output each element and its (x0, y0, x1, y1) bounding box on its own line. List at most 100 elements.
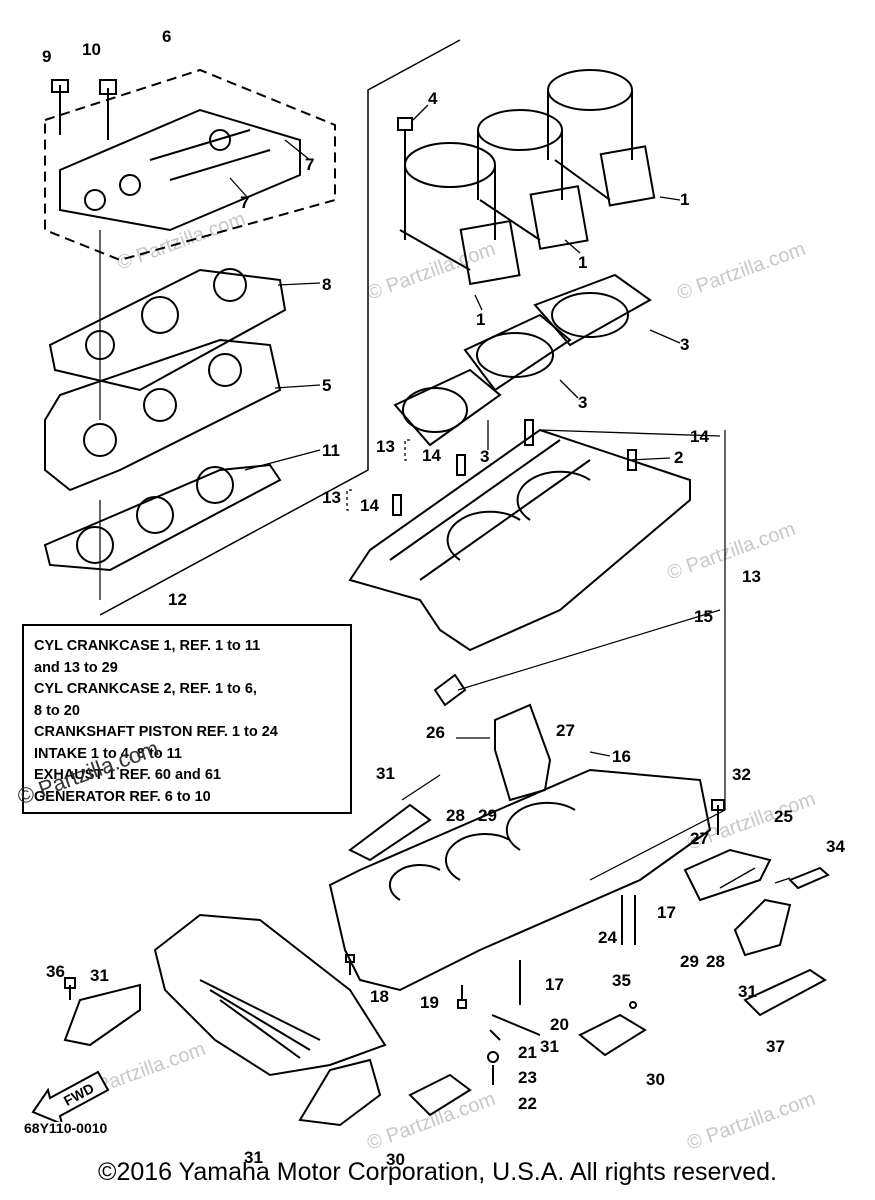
part-30 (578, 1013, 647, 1057)
dowel-14 (456, 454, 466, 476)
note-line: 8 to 20 (34, 702, 80, 719)
callout-label: 5 (322, 376, 331, 395)
callout-label: 29 (680, 952, 699, 971)
callout-label: 4 (428, 89, 438, 108)
note-line: and 13 to 29 (34, 659, 118, 676)
callout-label: 25 (774, 807, 793, 826)
diagram-code: 68Y110-0010 (24, 1120, 108, 1136)
callout-label: 23 (518, 1068, 537, 1087)
engine-mount-26 (494, 703, 552, 802)
gasket-11 (43, 463, 282, 572)
note-line: EXHAUST 1 REF. 60 and 61 (34, 767, 221, 783)
callout-label: 37 (766, 1037, 785, 1056)
part-drawings (43, 39, 830, 1127)
leader-lines (229, 104, 791, 889)
callout-label: 36 (46, 962, 65, 981)
damper-31 (733, 898, 792, 957)
damper-31 (298, 1058, 382, 1127)
callout-label: 2 (674, 448, 683, 467)
callout-label: 3 (680, 335, 689, 354)
damper-31 (63, 983, 141, 1047)
callout-label: 14 (360, 496, 379, 515)
bolt-10 (99, 79, 117, 140)
callout-label: 28 (706, 952, 725, 971)
callout-label: 12 (168, 590, 187, 609)
lower-crankcase (328, 768, 712, 992)
watermark: © Partzilla.com (664, 518, 798, 585)
callout-label: 24 (598, 928, 617, 947)
note-line: CYL CRANKCASE 1, REF. 1 to 11 (34, 638, 261, 654)
callout-label: 21 (518, 1043, 537, 1062)
callout-label: 31 (540, 1037, 559, 1056)
callout-label: 31 (376, 764, 395, 783)
washer-23 (487, 1051, 499, 1063)
note-line: INTAKE 1 to 4, 8 to 11 (34, 745, 182, 762)
callout-label: 9 (42, 47, 51, 66)
bolt-18 (345, 954, 355, 975)
note-line: CRANKSHAFT PISTON REF. 1 to 24 (34, 724, 278, 740)
cylinder-block-1 (399, 69, 656, 286)
callout-brackets (346, 439, 410, 511)
cylinder-gaskets-3 (393, 273, 652, 447)
callout-label: 1 (578, 253, 587, 272)
callout-label: 1 (680, 190, 689, 209)
callout-label: 17 (657, 903, 676, 922)
damper-31 (348, 803, 432, 862)
part-21 (489, 1029, 501, 1041)
callout-label: 30 (386, 1150, 405, 1169)
callout-label: 3 (480, 447, 489, 466)
head-cover (59, 108, 301, 232)
upper-crankcase-13 (348, 428, 691, 652)
callout-label: 3 (578, 393, 587, 412)
bolt-9 (51, 79, 69, 135)
callout-label: 31 (738, 982, 757, 1001)
note-line: GENERATOR REF. 6 to 10 (34, 788, 211, 805)
part-30 (408, 1073, 472, 1117)
generator-housing (153, 913, 387, 1077)
callout-label: 14 (422, 446, 441, 465)
copyright-notice: ©2016 Yamaha Motor Corporation, U.S.A. A… (98, 1158, 777, 1186)
callout-label: 14 (690, 427, 709, 446)
watermark: © Partzilla.com (364, 1088, 498, 1155)
callout-label: 19 (420, 993, 439, 1012)
dowel-14 (392, 494, 402, 516)
gasket-8 (48, 268, 287, 392)
callout-label: 6 (162, 27, 171, 46)
part-35 (629, 1001, 637, 1009)
callout-label: 11 (322, 441, 340, 460)
callout-label: 27 (556, 721, 575, 740)
callout-label: 16 (612, 747, 631, 766)
engine-mount-25 (683, 848, 772, 902)
part-20 (491, 1014, 541, 1036)
callout-label: 28 (446, 806, 465, 825)
bolt-36 (64, 977, 76, 1000)
callout-label: 15 (694, 607, 713, 626)
callout-label: 1 (476, 310, 485, 329)
watermark: © Partzilla.com (114, 208, 248, 275)
watermark: © Partzilla.com (674, 238, 808, 305)
callout-label: 7 (305, 155, 314, 174)
notes-box: CYL CRANKCASE 1, REF. 1 to 11 and 13 to … (22, 624, 352, 814)
bolt-32 (711, 799, 725, 835)
callout-label: 29 (478, 806, 497, 825)
part-34 (788, 866, 830, 890)
bolt-4 (397, 117, 413, 180)
callout-label: 18 (370, 987, 389, 1006)
callout-label: 31 (244, 1148, 263, 1167)
callout-label: 13 (322, 488, 341, 507)
bolt-19 (457, 985, 467, 1009)
callout-label: 8 (322, 275, 331, 294)
callout-label: 27 (690, 829, 709, 848)
callout-label: 13 (376, 437, 395, 456)
callout-label: 34 (826, 837, 845, 856)
dowel-14 (524, 419, 534, 446)
watermark: © Partzilla.com (684, 1088, 818, 1155)
callout-label: 32 (732, 765, 751, 784)
callout-label: 7 (240, 193, 249, 212)
note-line: CYL CRANKCASE 2, REF. 1 to 6, (34, 681, 257, 697)
callout-label: 31 (90, 966, 109, 985)
callout-label: 20 (550, 1015, 569, 1034)
cylinder-head-5 (44, 338, 282, 492)
callout-label: 10 (82, 40, 101, 59)
